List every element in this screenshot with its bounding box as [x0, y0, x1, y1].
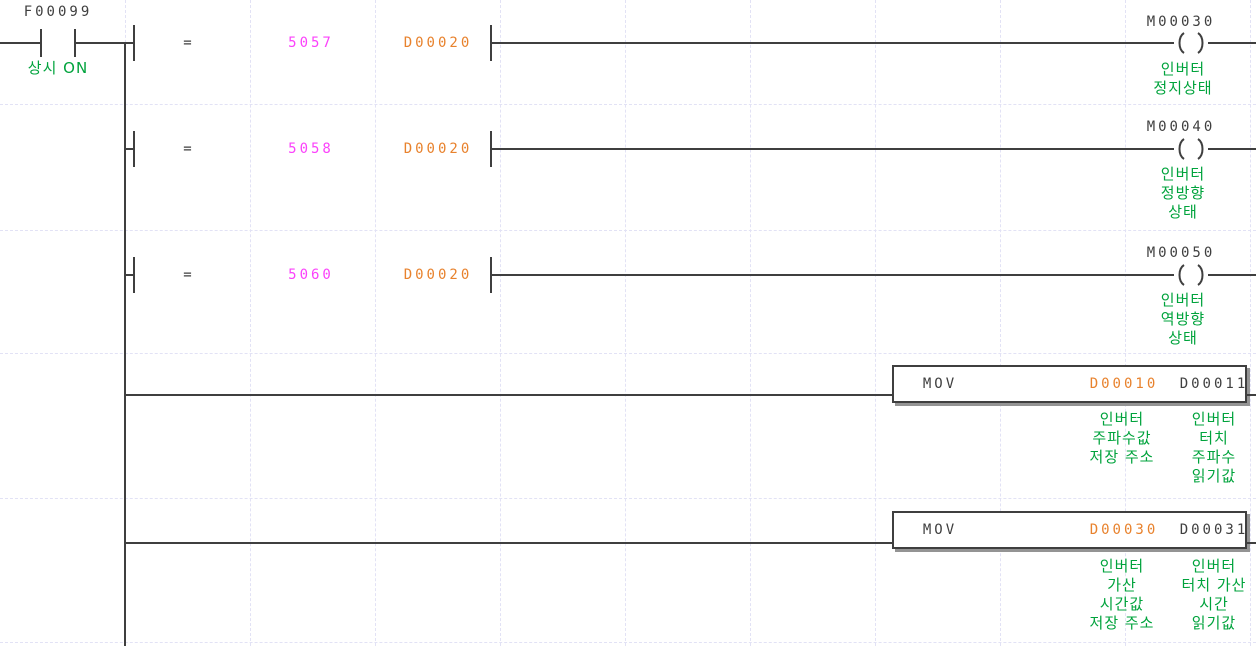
coil-parens-icon [1178, 32, 1204, 54]
coil-device-label[interactable]: M00040 [1146, 119, 1216, 135]
mov-source-comment: 인버터 가산 시간값 저장 주소 [1089, 557, 1155, 632]
grid-line-h [0, 642, 1256, 643]
compare-right-bar [490, 257, 492, 293]
coil-symbol[interactable] [1171, 30, 1211, 56]
coil-device-label[interactable]: M00030 [1146, 14, 1216, 30]
compare-constant[interactable]: 5060 [288, 267, 334, 283]
grid-line-v [375, 0, 376, 646]
grid-line-v [875, 0, 876, 646]
mov-destination-operand[interactable]: D00011 [1179, 376, 1249, 392]
coil-device-label[interactable]: M00050 [1146, 245, 1216, 261]
wire-segment [125, 274, 135, 276]
compare-operand[interactable]: D00020 [403, 141, 473, 157]
compare-left-bar [133, 131, 135, 167]
grid-line-h [0, 104, 1256, 105]
compare-function[interactable]: = 5058 D00020 [133, 131, 492, 167]
coil-comment: 인버터 정지상태 [1153, 60, 1213, 97]
mov-source-operand[interactable]: D00010 [1089, 376, 1159, 392]
wire-segment [0, 42, 41, 44]
compare-operator: = [183, 267, 195, 283]
coil-symbol[interactable] [1171, 136, 1211, 162]
wire-segment [1208, 274, 1256, 276]
mov-source-operand[interactable]: D00030 [1089, 522, 1159, 538]
compare-operand[interactable]: D00020 [403, 35, 473, 51]
mov-destination-comment: 인버터 터치 주파수 읽기값 [1191, 410, 1237, 485]
compare-operator: = [183, 35, 195, 51]
grid-line-h [0, 230, 1256, 231]
wire-segment [1208, 42, 1256, 44]
compare-function[interactable]: = 5060 D00020 [133, 257, 492, 293]
wire-segment [1208, 148, 1256, 150]
compare-right-bar [490, 25, 492, 61]
compare-operand[interactable]: D00020 [403, 267, 473, 283]
wire-segment [125, 542, 892, 544]
grid-line-v [750, 0, 751, 646]
compare-constant[interactable]: 5058 [288, 141, 334, 157]
wire-segment [1245, 394, 1256, 396]
coil-parens-icon [1178, 138, 1204, 160]
grid-line-h [0, 498, 1256, 499]
grid-line-v [1250, 0, 1251, 646]
wire-segment [125, 148, 135, 150]
coil-comment: 인버터 정방향 상태 [1160, 165, 1206, 221]
compare-operator: = [183, 141, 195, 157]
wire-segment [75, 42, 134, 44]
contact-comment: 상시 ON [27, 59, 89, 77]
coil-symbol[interactable] [1171, 262, 1211, 288]
mov-destination-comment: 인버터 터치 가산 시간 읽기값 [1181, 557, 1247, 632]
no-contact-symbol[interactable] [40, 29, 76, 57]
coil-parens-icon [1178, 264, 1204, 286]
grid-line-v [250, 0, 251, 646]
grid-line-v [1000, 0, 1001, 646]
compare-function[interactable]: = 5057 D00020 [133, 25, 492, 61]
mov-instruction: MOV [922, 376, 958, 392]
compare-left-bar [133, 25, 135, 61]
branch-rail [124, 42, 126, 646]
mov-source-comment: 인버터 주파수값 저장 주소 [1089, 410, 1155, 466]
compare-constant[interactable]: 5057 [288, 35, 334, 51]
wire-segment [125, 394, 892, 396]
compare-right-bar [490, 131, 492, 167]
wire-segment [492, 274, 1174, 276]
grid-line-v [1125, 0, 1126, 646]
wire-segment [492, 42, 1174, 44]
contact-bar [40, 29, 42, 57]
contact-device-label[interactable]: F00099 [23, 4, 93, 20]
mov-function-box[interactable]: MOV D00010 D00011 [892, 365, 1247, 403]
compare-left-bar [133, 257, 135, 293]
coil-comment: 인버터 역방향 상태 [1160, 291, 1206, 347]
mov-destination-operand[interactable]: D00031 [1179, 522, 1249, 538]
wire-segment [492, 148, 1174, 150]
grid-line-h [0, 353, 1256, 354]
mov-instruction: MOV [922, 522, 958, 538]
grid-line-v [625, 0, 626, 646]
grid-line-v [500, 0, 501, 646]
wire-segment [1245, 542, 1256, 544]
mov-function-box[interactable]: MOV D00030 D00031 [892, 511, 1247, 549]
